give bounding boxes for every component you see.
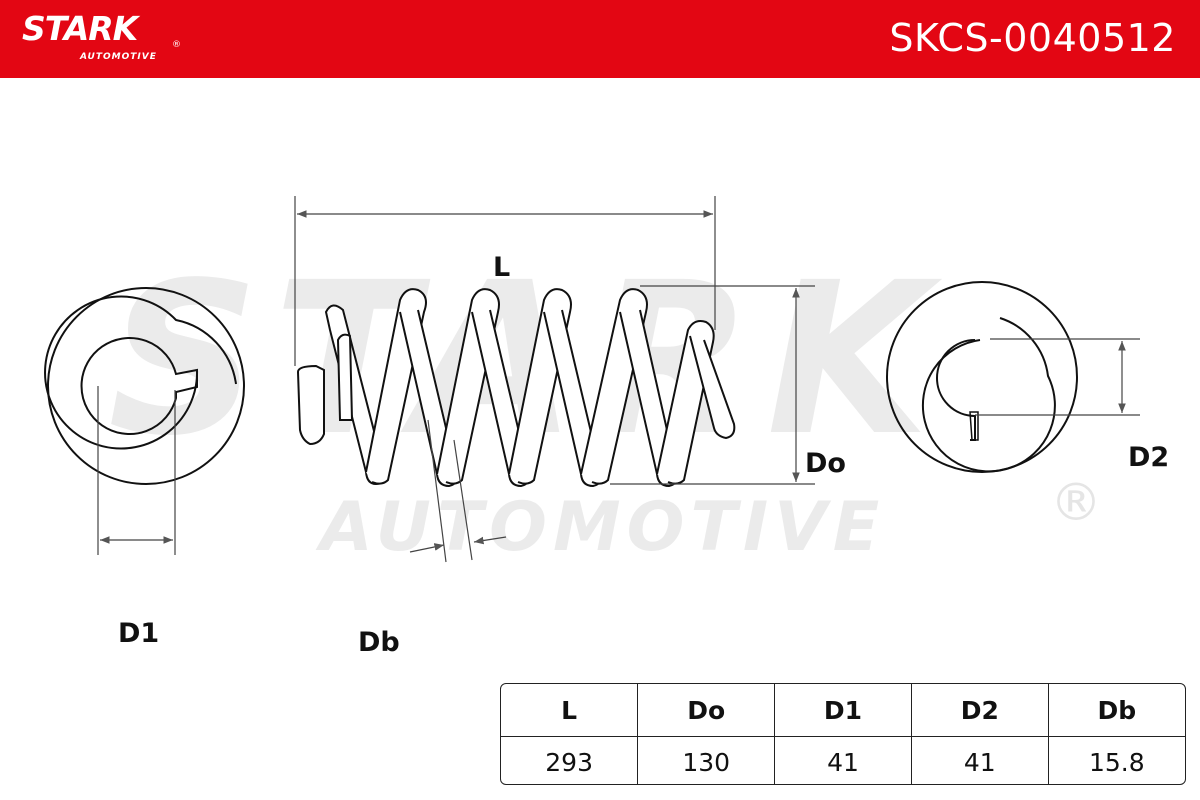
logo-subtext: AUTOMOTIVE (80, 52, 157, 62)
header-cell-l: L (501, 684, 639, 737)
value-cell-d2: 41 (911, 736, 1049, 784)
label-d1: D1 (118, 618, 160, 649)
value-cell-d1: 41 (774, 736, 912, 784)
end-view-right (886, 281, 1078, 473)
spring-side-view (296, 288, 736, 488)
value-cell-l: 293 (501, 736, 639, 784)
logo-registered-mark: ® (172, 40, 181, 50)
logo-text: STARK (22, 9, 138, 48)
header-cell-d1: D1 (774, 684, 912, 737)
value-cell-db: 15.8 (1089, 747, 1145, 777)
label-do: Do (805, 448, 846, 479)
watermark-subtext: AUTOMOTIVE (320, 488, 886, 567)
dim-d1 (97, 386, 176, 555)
label-d2: D2 (1128, 442, 1170, 473)
label-db: Db (358, 627, 400, 658)
label-l: L (493, 252, 511, 283)
part-number: SKCS-0040512 (889, 16, 1176, 60)
table-header-row: L Do D1 D2 Db (501, 684, 1185, 737)
dim-d2 (975, 338, 1140, 416)
end-view-left (44, 287, 245, 485)
header-cell-db: Db (1048, 684, 1185, 737)
dim-l (294, 196, 716, 366)
table-row: 293 130 41 41 15.8 (501, 736, 1185, 784)
header-cell-do: Do (637, 684, 776, 737)
dim-do (610, 285, 815, 485)
value-cell-do: 130 (637, 736, 776, 784)
spring-drawing: STARK AUTOMOTIVE ® (0, 78, 1200, 678)
dim-db (409, 419, 507, 563)
header-bar: STARK ® AUTOMOTIVE SKCS-0040512 (0, 0, 1200, 78)
watermark-registered-mark: ® (1050, 473, 1102, 533)
header-cell-d2: D2 (911, 684, 1049, 737)
diagram-svg (44, 196, 1140, 563)
spec-table: L Do D1 D2 Db 293 130 41 41 15.8 (500, 683, 1186, 785)
brand-logo: STARK ® AUTOMOTIVE (22, 9, 181, 63)
